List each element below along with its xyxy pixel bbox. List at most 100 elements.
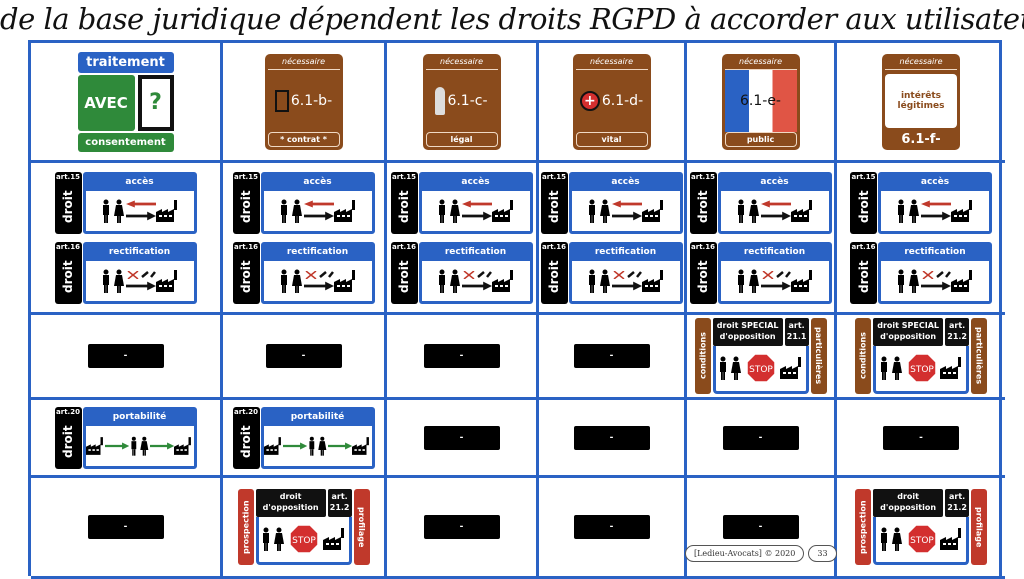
factory-icon bbox=[333, 199, 355, 222]
factory-icon bbox=[155, 269, 177, 292]
people-icon bbox=[588, 199, 610, 223]
crossed-edit-icon bbox=[922, 270, 951, 279]
droit-label: droit bbox=[239, 190, 253, 223]
arrow-icon bbox=[125, 281, 156, 290]
factory-icon bbox=[951, 269, 972, 292]
people-icon bbox=[280, 199, 302, 223]
droit-label: droit bbox=[696, 190, 710, 223]
right-label: accès bbox=[263, 174, 372, 191]
article-number: art.20 bbox=[56, 407, 80, 416]
right-label: accès bbox=[421, 174, 530, 191]
heading-line1: droit SPECIAL bbox=[877, 321, 939, 330]
right-label: rectification bbox=[720, 244, 829, 261]
factory-icon bbox=[491, 199, 513, 222]
legal-basis-card[interactable]: nécessaire+6.1-d-vital bbox=[572, 53, 651, 150]
article-label: art. bbox=[331, 492, 348, 501]
right-tag: profilage bbox=[971, 489, 987, 565]
right-label: portabilité bbox=[85, 409, 194, 426]
question-icon: ? bbox=[137, 74, 174, 131]
droit-label: droit bbox=[61, 260, 75, 293]
factory-icon bbox=[951, 199, 972, 222]
factory-icon bbox=[491, 269, 513, 292]
matrix-cell: - bbox=[837, 400, 1005, 478]
matrix-cell: - bbox=[387, 315, 539, 400]
people-icon bbox=[438, 269, 460, 293]
arrow-icon bbox=[303, 281, 334, 290]
not-applicable-badge: - bbox=[722, 425, 799, 450]
people-icon bbox=[280, 269, 302, 293]
article-number: art.15 bbox=[56, 172, 80, 181]
slide-title: de la base juridique dépendent les droit… bbox=[0, 2, 1024, 36]
right-label: accès bbox=[720, 174, 829, 191]
card-top: nécessaire bbox=[885, 57, 957, 70]
portability-right-card[interactable]: art.20 droit portabilité bbox=[54, 406, 197, 469]
people-icon bbox=[102, 269, 124, 293]
right-tag: particulières bbox=[810, 318, 827, 394]
arrow-icon bbox=[104, 441, 130, 450]
card-top: nécessaire bbox=[267, 57, 340, 70]
matrix-cell: art.20 droit portabilité bbox=[31, 400, 223, 478]
factory-icon bbox=[940, 528, 962, 551]
people-icon bbox=[737, 199, 759, 223]
card-bottom: 6.1-f- bbox=[901, 131, 941, 147]
not-applicable-badge: - bbox=[423, 425, 500, 450]
people-icon bbox=[880, 356, 902, 381]
svg-text:STOP: STOP bbox=[910, 365, 934, 375]
card-bottom: vital bbox=[575, 131, 648, 147]
article-number: art.16 bbox=[691, 242, 715, 251]
arrow-icon bbox=[125, 211, 156, 221]
factory-icon bbox=[322, 528, 344, 551]
people-icon bbox=[898, 269, 919, 293]
arrow-icon bbox=[327, 441, 353, 450]
arrow-left-icon bbox=[461, 200, 492, 208]
red-cross-icon: + bbox=[579, 90, 600, 111]
arrow-icon bbox=[303, 211, 334, 221]
factory-icon bbox=[352, 436, 370, 455]
matrix-cell: - bbox=[539, 400, 687, 478]
not-applicable-badge: - bbox=[265, 344, 342, 368]
arrow-icon bbox=[760, 211, 791, 221]
card-bottom: public bbox=[724, 131, 797, 147]
crossed-edit-icon bbox=[613, 270, 642, 279]
droit-label: droit bbox=[61, 425, 75, 458]
card-bottom: * contrat * bbox=[267, 131, 340, 147]
heading-line1: droit SPECIAL bbox=[716, 321, 779, 330]
not-applicable-badge: - bbox=[423, 344, 500, 368]
card-bottom: légal bbox=[425, 131, 498, 147]
copyright: [Ledieu-Avocats] © 2020 bbox=[685, 545, 805, 562]
right-label: rectification bbox=[85, 244, 194, 261]
header-cell: nécessaire+6.1-d-vital bbox=[539, 43, 687, 163]
droit-label: droit bbox=[856, 190, 871, 223]
matrix-cell: - bbox=[31, 478, 223, 579]
left-tag: prospection bbox=[855, 489, 871, 565]
article-number: 21.2 bbox=[947, 502, 967, 512]
